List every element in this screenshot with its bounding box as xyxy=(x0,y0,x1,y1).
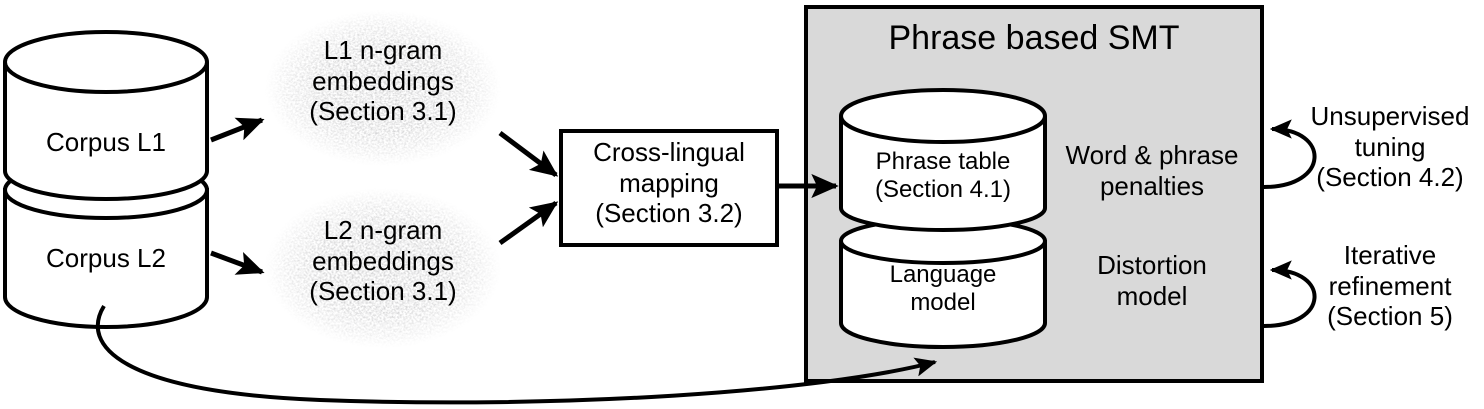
edge-corpus-l2-to-embeddings-l2 xyxy=(210,250,265,275)
corpus-l1-cylinder-top xyxy=(3,30,209,94)
cross-lingual-mapping-box xyxy=(559,129,779,247)
embeddings-l1-cloud xyxy=(262,8,504,168)
edge-embeddings-l1-to-mapping xyxy=(498,131,559,177)
phrase-table-cylinder-top xyxy=(839,88,1047,144)
phrase-table-cylinder xyxy=(839,116,1047,232)
corpus-l2-cylinder xyxy=(3,188,209,329)
corpus-l1-cylinder xyxy=(3,62,209,201)
edge-corpus-l2-to-language-model xyxy=(95,304,938,405)
language-model-cylinder xyxy=(839,240,1047,349)
edge-corpus-l1-to-embeddings-l1 xyxy=(210,117,265,143)
embeddings-l2-cloud xyxy=(262,186,504,350)
edge-embeddings-l2-to-mapping xyxy=(498,200,559,246)
edge-unsupervised-tuning-loop xyxy=(1263,119,1317,189)
edge-iterative-refinement-loop xyxy=(1263,260,1317,328)
